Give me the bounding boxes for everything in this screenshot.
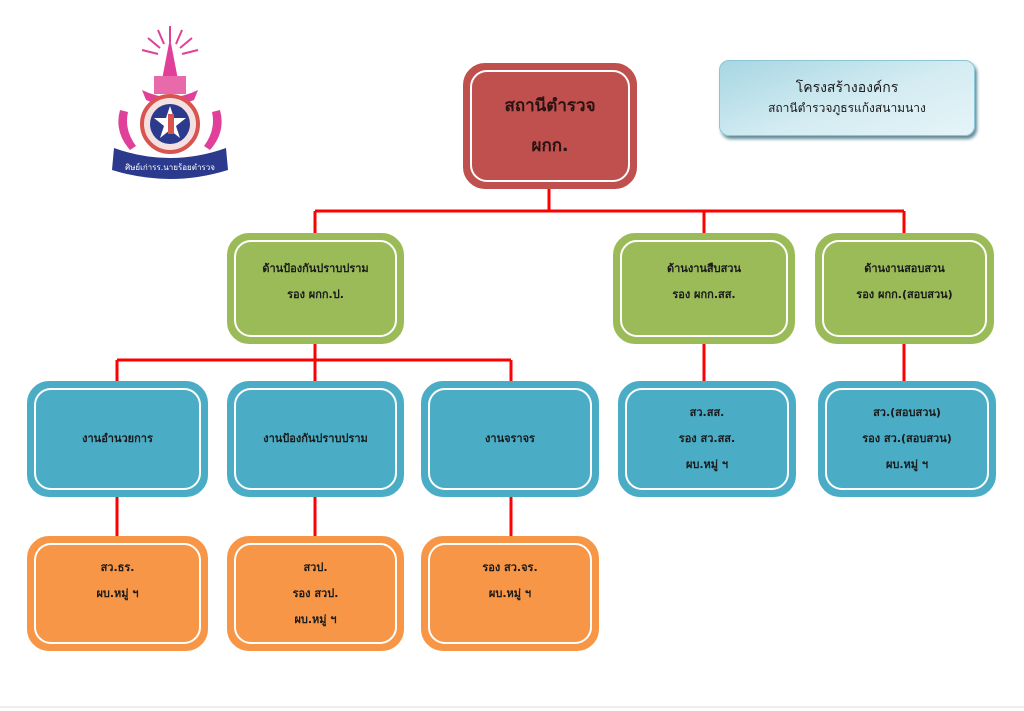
node-line: รอง สวป. (292, 586, 339, 600)
bottom-divider (0, 706, 1024, 708)
node-unit-inquiry[interactable]: สว.(สอบสวน) รอง สว.(สอบสวน) ผบ.หมู่ ฯ (818, 381, 996, 497)
node-division-prevention[interactable]: ด้านป้องกันปราบปราม รอง ผกก.ป. (227, 233, 404, 344)
node-line: สวป. (303, 560, 328, 574)
node-line: รอง สว.จร. (482, 560, 538, 574)
node-line: ผบ.หมู่ ฯ (885, 458, 929, 471)
emblem-banner-text: ศิษย์เก่ารร.นายร้อยตำรวจ (125, 162, 215, 172)
node-line: งานจราจร (485, 432, 535, 445)
node-line: รอง ผกก.(สอบสวน) (856, 287, 953, 301)
node-line: ด้านป้องกันปราบปราม (262, 261, 369, 275)
node-unit-administration[interactable]: งานอำนวยการ (27, 381, 208, 497)
node-unit-traffic[interactable]: งานจราจร (421, 381, 599, 497)
emblem-logo: ศิษย์เก่ารร.นายร้อยตำรวจ (112, 26, 228, 179)
node-line: สว.ธร. (100, 560, 135, 574)
node-subunit-traffic[interactable]: รอง สว.จร. ผบ.หมู่ ฯ (421, 536, 599, 651)
chart-subtitle: สถานีตำรวจภูธรแก้งสนามนาง (768, 101, 926, 115)
node-line: งานป้องกันปราบปราม (263, 432, 368, 445)
node-line: ผบ.หมู่ ฯ (488, 586, 532, 600)
wreath-icon (118, 110, 222, 150)
node-line: ผกก. (531, 136, 569, 156)
node-unit-investigation[interactable]: สว.สส. รอง สว.สส. ผบ.หมู่ ฯ (618, 381, 796, 497)
node-line: รอง สว.สส. (678, 432, 736, 445)
node-line: รอง ผกก.สส. (672, 287, 736, 301)
node-root-station-chief[interactable]: สถานีตำรวจ ผกก. (463, 63, 637, 189)
banner-ribbon (112, 148, 228, 179)
node-unit-prevention[interactable]: งานป้องกันปราบปราม (227, 381, 404, 497)
chart-title-box: โครงสร้างองค์กร สถานีตำรวจภูธรแก้งสนามนา… (719, 60, 975, 136)
node-line: ด้านงานสืบสวน (666, 261, 741, 275)
node-line: งานอำนวยการ (82, 432, 153, 445)
node-line: ผบ.หมู่ ฯ (294, 612, 337, 626)
node-division-inquiry[interactable]: ด้านงานสอบสวน รอง ผกก.(สอบสวน) (815, 233, 994, 344)
node-line: สว.สส. (689, 406, 725, 419)
node-line: รอง สว.(สอบสวน) (862, 432, 952, 445)
chart-title: โครงสร้างองค์กร (795, 80, 899, 96)
node-line: รอง ผกก.ป. (287, 287, 344, 301)
node-subunit-administration[interactable]: สว.ธร. ผบ.หมู่ ฯ (27, 536, 208, 651)
node-line: ผบ.หมู่ ฯ (685, 458, 729, 471)
node-line: ผบ.หมู่ ฯ (96, 586, 139, 600)
node-line: ด้านงานสอบสวน (864, 261, 945, 275)
crown-rays-icon (141, 26, 199, 105)
node-line: สถานีตำรวจ (504, 96, 596, 116)
node-subunit-prevention[interactable]: สวป. รอง สวป. ผบ.หมู่ ฯ (227, 536, 404, 651)
node-line: สว.(สอบสวน) (873, 406, 941, 419)
node-division-investigation[interactable]: ด้านงานสืบสวน รอง ผกก.สส. (613, 233, 795, 344)
